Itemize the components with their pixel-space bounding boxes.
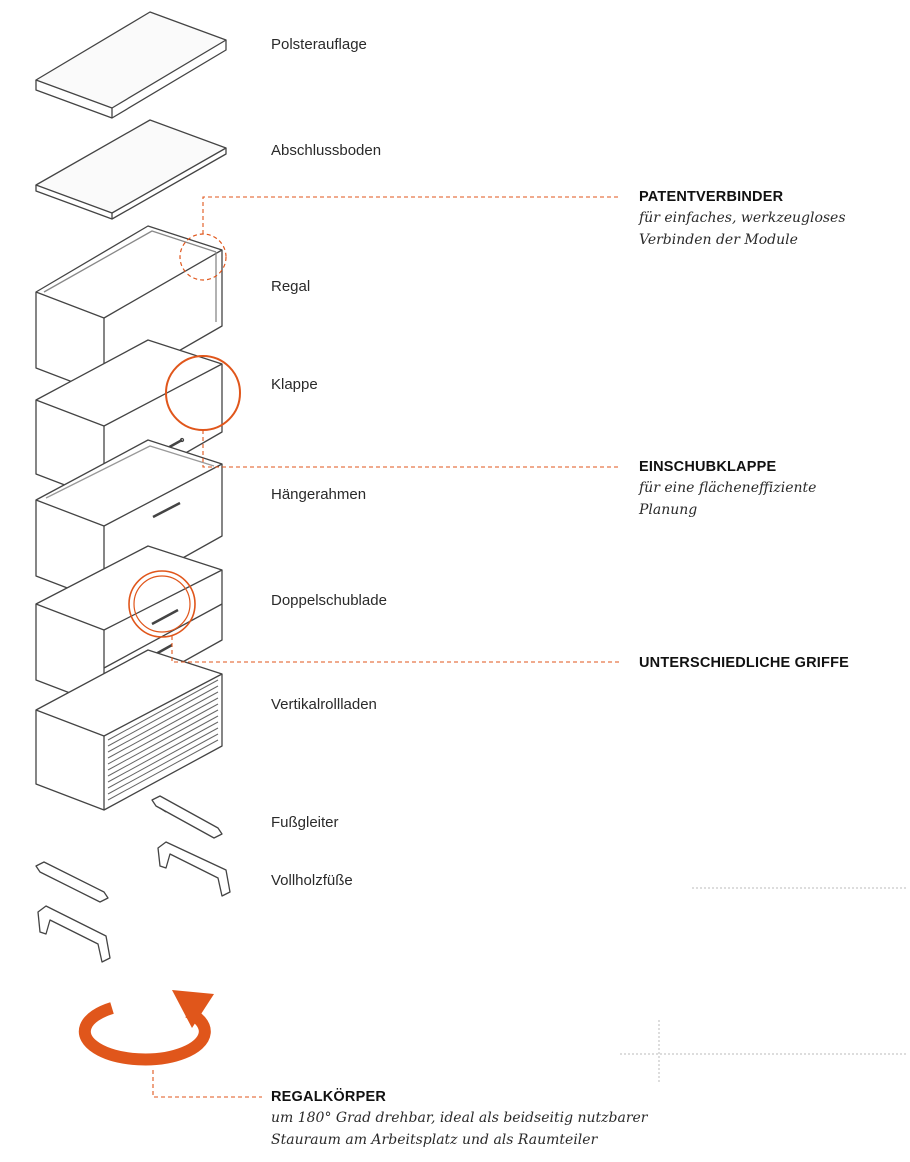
callout-title: EINSCHUBKLAPPE xyxy=(639,459,777,475)
part-label-cushion: Polsterauflage xyxy=(271,36,367,53)
callout-text-line: um 180° Grad drehbar, ideal als beidseit… xyxy=(271,1110,648,1126)
callout-title: PATENTVERBINDER xyxy=(639,189,784,205)
part-label-wooden-feet: Vollholzfüße xyxy=(271,872,353,889)
handles-leader-line xyxy=(171,636,620,663)
callout-text-line: für einfaches, werkzeugloses xyxy=(639,210,846,226)
cushion-drawing xyxy=(35,11,227,119)
wooden-foot-drawing-2 xyxy=(37,905,111,963)
top-board-drawing xyxy=(35,119,227,220)
callout-text-line: Stauraum am Arbeitsplatz und als Raumtei… xyxy=(271,1132,598,1148)
flap-leader-line xyxy=(202,430,620,468)
handles-highlight-circle-inner xyxy=(133,575,191,633)
roller-shutter-drawing xyxy=(35,649,223,811)
wooden-foot-drawing-1 xyxy=(157,841,231,897)
callout-text-line: Planung xyxy=(639,502,698,518)
rotate-180-arrow-icon xyxy=(78,990,214,1066)
connector-leader-line xyxy=(202,196,620,234)
glide-bar-drawing-2 xyxy=(35,861,109,903)
callout-patent-connector: PATENTVERBINDER für einfaches, werkzeugl… xyxy=(639,189,846,251)
part-label-roller-shutter: Vertikalrollladen xyxy=(271,696,377,713)
part-label-hanging-frame: Hängerahmen xyxy=(271,486,367,503)
callout-title: UNTERSCHIEDLICHE GRIFFE xyxy=(639,655,850,671)
glide-bar-drawing-1 xyxy=(151,795,223,839)
callout-different-handles: UNTERSCHIEDLICHE GRIFFE xyxy=(639,655,849,671)
part-label-glides: Fußgleiter xyxy=(271,814,339,831)
callout-text-line: Verbinden der Module xyxy=(639,232,798,248)
rotation-leader-line xyxy=(152,1070,262,1098)
callout-title: REGALKÖRPER xyxy=(271,1089,386,1105)
callout-shelf-body: REGALKÖRPER um 180° Grad drehbar, ideal … xyxy=(271,1089,648,1151)
part-label-shelf: Regal xyxy=(271,278,311,295)
part-label-top-board: Abschlussboden xyxy=(271,142,382,159)
part-label-flap: Klappe xyxy=(271,376,318,393)
part-label-double-drawer: Doppelschublade xyxy=(271,592,387,609)
callout-text-line: für eine flächeneffiziente xyxy=(639,480,817,496)
callout-insert-flap: EINSCHUBKLAPPE für eine flächeneffizient… xyxy=(639,459,816,521)
handles-highlight-circle-outer xyxy=(128,570,196,638)
